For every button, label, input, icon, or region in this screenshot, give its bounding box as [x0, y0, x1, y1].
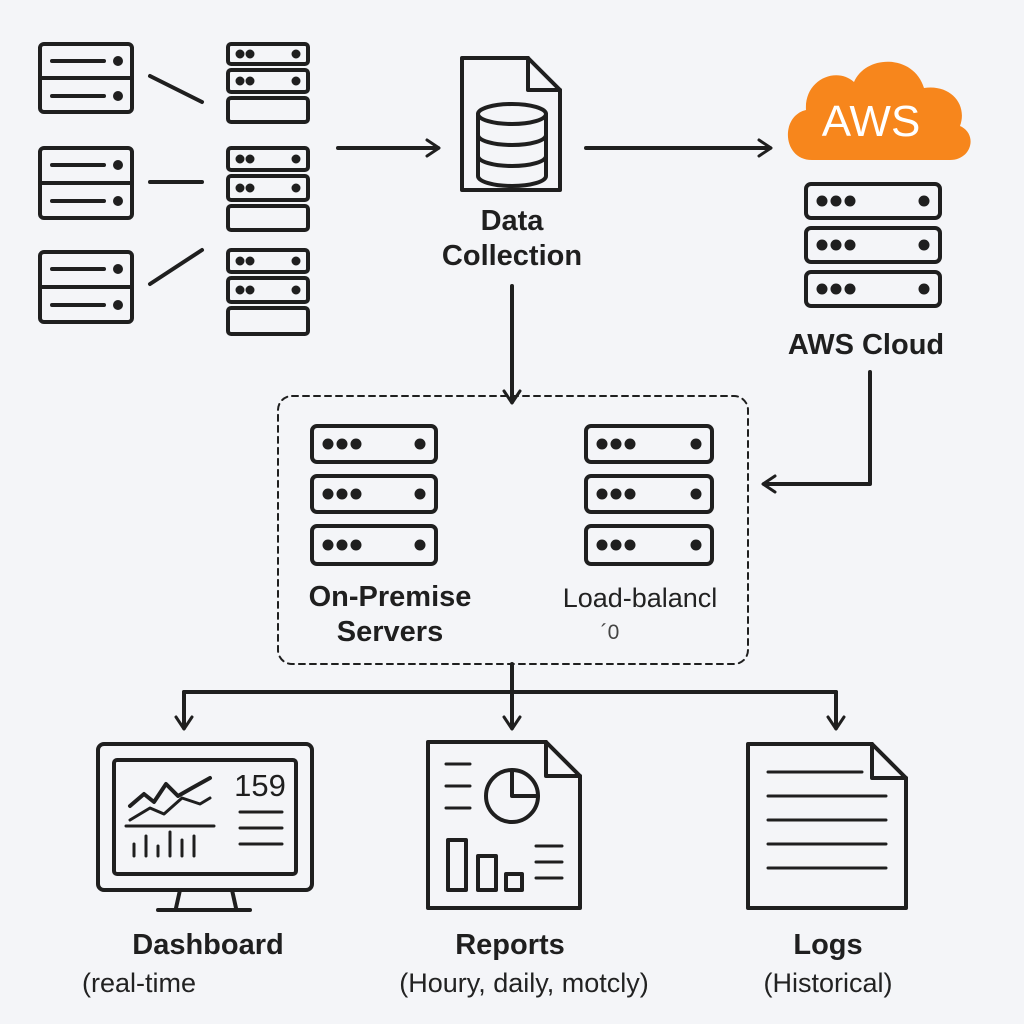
server-rack-icon [226, 42, 310, 124]
on-premise-servers-label: On-Premise Servers [290, 580, 490, 650]
aws-cloud-icon: AWS [787, 61, 971, 160]
server-icon [804, 182, 942, 308]
reports-label: Reports [455, 929, 565, 961]
dashboard-metric-value: 159 [234, 768, 286, 803]
reports-sublabel: (Houry, daily, motcly) [399, 968, 649, 998]
aws-logo-text: AWS [822, 97, 921, 146]
server-icon [584, 424, 714, 566]
server-rack-icon [226, 248, 310, 336]
distribution-arrows [174, 662, 846, 731]
connector-line [148, 248, 204, 286]
on-premise-label-line1: On-Premise [308, 581, 472, 613]
server-icon [38, 146, 134, 220]
report-document-icon [426, 740, 582, 910]
log-document-icon [746, 742, 908, 910]
database-document-icon [460, 56, 562, 192]
dashboard-label: Dashboard [132, 929, 284, 961]
server-icon [38, 250, 134, 324]
server-icon [38, 42, 134, 114]
on-premise-label-line2: Servers [336, 615, 444, 648]
server-rack-icon [226, 146, 310, 232]
logs-sublabel: (Historical) [763, 968, 893, 998]
load-balancer-sublabel: ´0 [600, 621, 620, 644]
load-balancer-label: Load-balancl [562, 583, 718, 613]
dashboard-sublabel: (real-time [82, 968, 197, 998]
data-collection-label-line1: Data [480, 205, 544, 237]
aws-cloud-label: AWS Cloud [787, 329, 945, 361]
arrow-from-aws-cloud [761, 370, 872, 494]
server-icon [310, 424, 438, 566]
logs-label: Logs [793, 929, 863, 961]
monitor-dashboard-icon [96, 742, 314, 912]
connector-line [148, 74, 204, 104]
data-collection-label: Data Collection [412, 204, 612, 274]
data-collection-label-line2: Collection [441, 239, 583, 272]
